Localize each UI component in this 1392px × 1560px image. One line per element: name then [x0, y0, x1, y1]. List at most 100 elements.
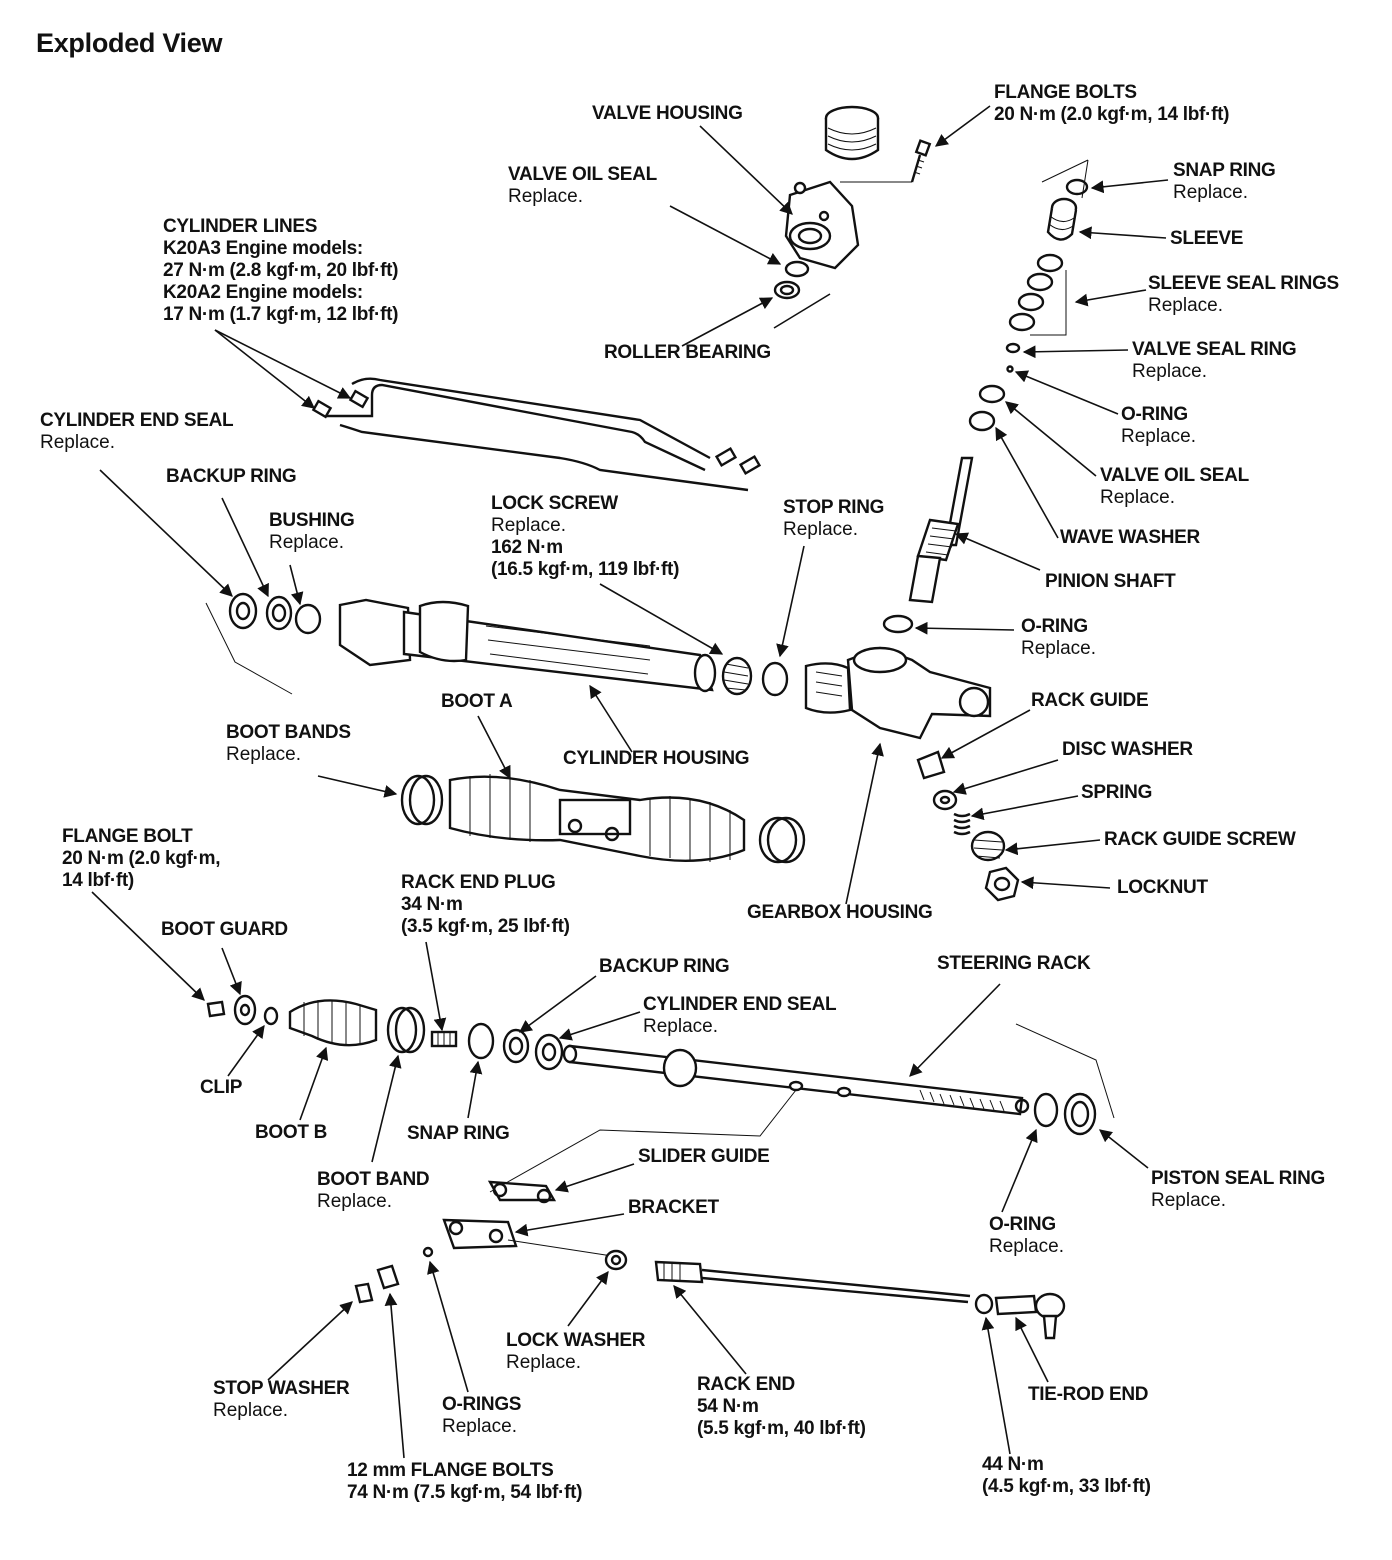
label-line: Replace. [213, 1400, 288, 1421]
label-title: CYLINDER HOUSING [563, 748, 750, 769]
label-boot-guard: BOOT GUARD [161, 919, 288, 941]
flange-bolt-left-part [206, 1000, 226, 1018]
o-ring-upper-part [1006, 365, 1014, 373]
label-stop-ring: STOP RING Replace. [783, 497, 884, 541]
label-title: RACK GUIDE [1031, 690, 1149, 711]
label-sleeve-seal-rings: SLEEVE SEAL RINGS Replace. [1148, 273, 1339, 317]
label-title: O-RINGS [442, 1394, 522, 1415]
label-line: K20A3 Engine models: [163, 238, 363, 259]
label-title: BOOT BAND [317, 1169, 430, 1190]
label-line: Replace. [989, 1236, 1064, 1257]
slider-align-line [489, 1089, 797, 1193]
page-title: Exploded View [36, 28, 223, 58]
label-line: Replace. [269, 532, 344, 553]
label-title: O-RING [989, 1214, 1056, 1235]
label-wave-washer: WAVE WASHER [1060, 527, 1200, 549]
rack-guide-part [916, 750, 946, 780]
label-rack-end: RACK END 54 N·m (5.5 kgf·m, 40 lbf·ft) [697, 1374, 866, 1440]
label-line: Replace. [1021, 638, 1096, 659]
label-line: Replace. [317, 1191, 392, 1212]
label-boot-a: BOOT A [441, 691, 513, 713]
label-lock-screw: LOCK SCREW Replace. 162 N·m (16.5 kgf·m,… [491, 493, 679, 581]
label-title: BRACKET [628, 1197, 719, 1218]
label-title: GEARBOX HOUSING [747, 902, 933, 923]
rack-end-part [654, 1260, 971, 1304]
label-title: SNAP RING [1173, 160, 1276, 181]
label-line: (5.5 kgf·m, 40 lbf·ft) [697, 1418, 866, 1439]
label-boot-b: BOOT B [255, 1122, 327, 1144]
steering-rack-part [562, 1044, 1030, 1116]
label-line: Replace. [1173, 182, 1248, 203]
o-ring-bottom-part [1033, 1092, 1059, 1128]
label-line: 74 N·m (7.5 kgf·m, 54 lbf·ft) [347, 1482, 583, 1503]
gearbox-housing-part [804, 646, 992, 740]
label-line: Replace. [508, 186, 583, 207]
snap-ring-bottom-part [467, 1022, 495, 1060]
tie-rod-nut-part [974, 1293, 994, 1315]
piston-align-line [1015, 1023, 1115, 1119]
lock-screw-part [721, 656, 753, 696]
label-title: RACK END PLUG [401, 872, 556, 893]
label-slider-guide: SLIDER GUIDE [638, 1146, 770, 1168]
label-title: VALVE HOUSING [592, 103, 743, 124]
label-title: DISC WASHER [1062, 739, 1193, 760]
backup-ring-top-part [265, 595, 293, 631]
label-line: Replace. [491, 515, 566, 536]
clip-part [263, 1006, 279, 1026]
label-clip: CLIP [200, 1077, 242, 1099]
label-stop-washer: STOP WASHER Replace. [213, 1378, 350, 1422]
label-line: 20 N·m (2.0 kgf·m, [62, 848, 221, 869]
label-line: 34 N·m [401, 894, 463, 915]
label-title: VALVE SEAL RING [1132, 339, 1297, 360]
label-bushing: BUSHING Replace. [269, 510, 355, 554]
label-valve-seal-ring: VALVE SEAL RING Replace. [1132, 339, 1297, 383]
label-bracket: BRACKET [628, 1197, 719, 1219]
label-line: Replace. [643, 1016, 718, 1037]
stop-ring-part [761, 661, 789, 697]
locknut-part [984, 866, 1020, 902]
label-rack-guide: RACK GUIDE [1031, 690, 1149, 712]
label-line: Replace. [1132, 361, 1207, 382]
label-title: LOCKNUT [1117, 877, 1208, 898]
label-line: (3.5 kgf·m, 25 lbf·ft) [401, 916, 570, 937]
label-rack-guide-screw: RACK GUIDE SCREW [1104, 829, 1296, 851]
label-tie-rod-end: TIE-ROD END [1028, 1384, 1149, 1406]
sleeve-part [1046, 197, 1078, 241]
label-pinion-shaft: PINION SHAFT [1045, 571, 1176, 593]
label-o-rings: O-RINGS Replace. [442, 1394, 521, 1438]
label-rack-end-plug: RACK END PLUG 34 N·m (3.5 kgf·m, 25 lbf·… [401, 872, 570, 938]
lock-washer-part [604, 1249, 628, 1271]
bracket-part [442, 1218, 518, 1250]
label-title: LOCK SCREW [491, 493, 618, 514]
roller-bearing-part [773, 280, 801, 300]
stop-washer-part [354, 1282, 374, 1304]
label-cylinder-end-seal-top: CYLINDER END SEAL Replace. [40, 410, 234, 454]
label-title: SNAP RING [407, 1123, 510, 1144]
label-snap-ring-bottom: SNAP RING [407, 1123, 510, 1145]
label-line: Replace. [40, 432, 115, 453]
label-title: SPRING [1081, 782, 1153, 803]
label-line: (16.5 kgf·m, 119 lbf·ft) [491, 559, 680, 580]
label-title: PISTON SEAL RING [1151, 1168, 1325, 1189]
bracket-align-line [507, 1239, 613, 1257]
label-boot-band: BOOT BAND Replace. [317, 1169, 430, 1213]
bushing-part [294, 603, 322, 635]
boot-b-part [288, 999, 378, 1047]
roller-align-line [773, 293, 831, 329]
label-title: CLIP [200, 1077, 243, 1098]
label-disc-washer: DISC WASHER [1062, 739, 1193, 761]
label-line: Replace. [506, 1352, 581, 1373]
label-title: CYLINDER LINES [163, 216, 318, 237]
label-locknut: LOCKNUT [1117, 877, 1208, 899]
snap-ring-top-part [1065, 178, 1089, 196]
label-o-ring-mid: O-RING Replace. [1021, 616, 1096, 660]
label-title: 12 mm FLANGE BOLTS [347, 1460, 554, 1481]
label-gearbox-housing: GEARBOX HOUSING [747, 902, 933, 924]
valve-cap-part [824, 105, 880, 161]
label-title: CYLINDER END SEAL [40, 410, 234, 431]
label-line: 17 N·m (1.7 kgf·m, 12 lbf·ft) [163, 304, 399, 325]
label-title: RACK END [697, 1374, 795, 1395]
cylinder-housing-part [338, 598, 717, 693]
label-line: Replace. [783, 519, 858, 540]
valve-oil-seal-right-part [978, 384, 1006, 404]
